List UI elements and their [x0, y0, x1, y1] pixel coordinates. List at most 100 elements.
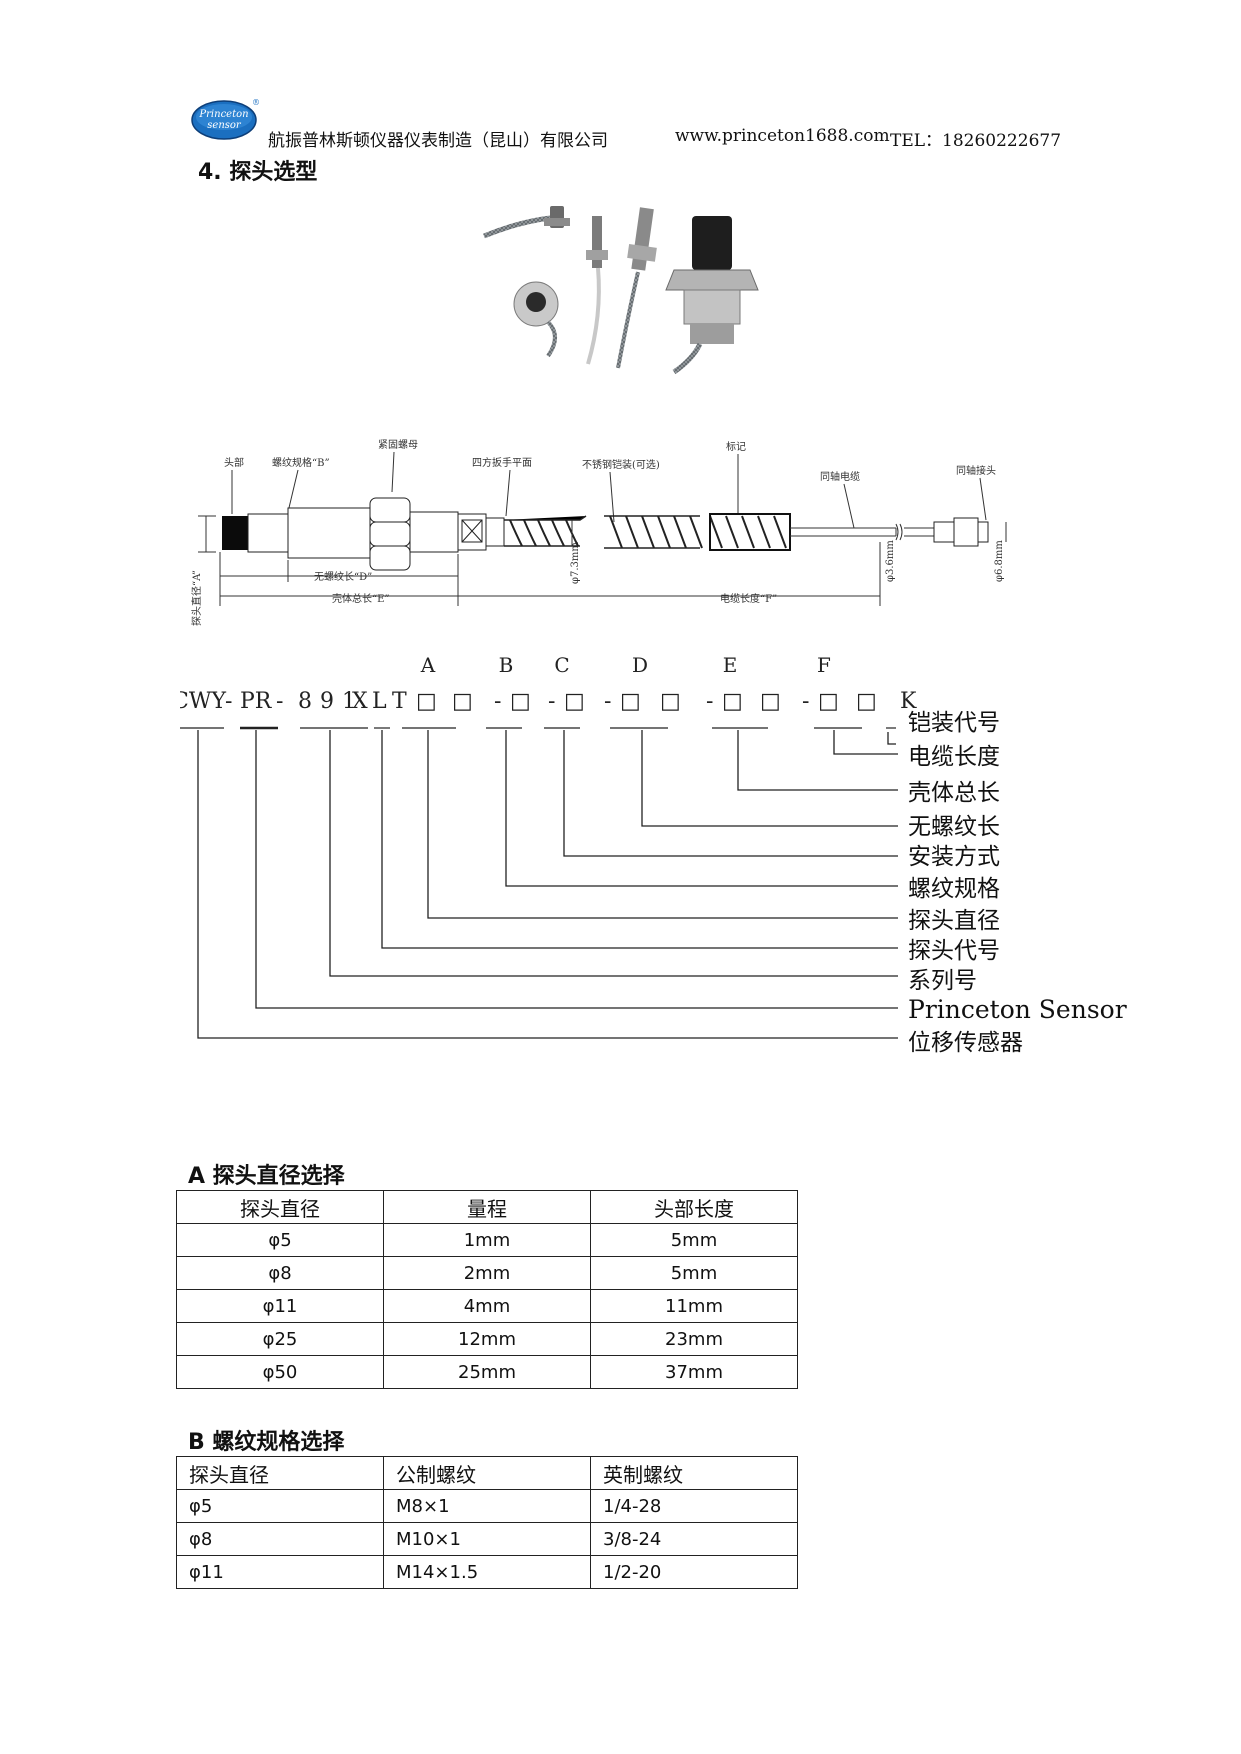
legend-thread-spec: 螺纹规格	[908, 876, 1000, 902]
company-name: 航振普林斯顿仪器仪表制造（昆山）有限公司	[268, 131, 608, 151]
code-box-d1: □	[620, 689, 641, 714]
table-b-title: B 螺纹规格选择	[188, 1430, 345, 1455]
legend-armor-code: 铠装代号	[908, 710, 1000, 736]
code-box-f1: □	[818, 689, 839, 714]
princeton-sensor-logo: Princeton sensor ®	[191, 98, 260, 140]
table-header-cell: 探头直径	[176, 1190, 384, 1224]
code-pr: PR	[240, 689, 273, 714]
table-cell: 12mm	[383, 1322, 591, 1356]
table-row: φ11 4mm 11mm	[176, 1289, 798, 1323]
table-cell: 1/4-28	[590, 1489, 798, 1523]
table-cell: M10×1	[383, 1522, 591, 1556]
legend-unthreaded-length: 无螺纹长	[908, 814, 1000, 840]
code-l: L	[372, 689, 387, 714]
label-case-length: 壳体总长“E”	[332, 592, 390, 605]
company-website: www.princeton1688.com	[675, 126, 890, 146]
table-cell: 5mm	[590, 1256, 798, 1290]
table-a-title: A 探头直径选择	[188, 1164, 345, 1189]
label-coax-connector: 同轴接头	[956, 464, 996, 477]
label-coax-cable: 同轴电缆	[820, 470, 860, 483]
table-row: 探头直径 量程 头部长度	[176, 1190, 798, 1224]
code-box-b: □	[510, 689, 531, 714]
code-dash-5: -	[604, 689, 611, 714]
company-tel: TEL：18260222677	[890, 131, 1062, 151]
label-head: 头部	[224, 456, 244, 469]
code-letter-b: B	[499, 653, 514, 677]
code-x: X	[352, 689, 368, 714]
table-cell: 1/2-20	[590, 1555, 798, 1589]
code-dash-6: -	[706, 689, 713, 714]
label-probe-diameter: 探头直径“A”	[190, 570, 203, 626]
table-cell: φ5	[176, 1489, 384, 1523]
code-dash-3: -	[494, 689, 501, 714]
table-cell: 37mm	[590, 1355, 798, 1389]
code-box-d2: □	[660, 689, 681, 714]
label-mark: 标记	[726, 441, 746, 453]
probe-dimension-drawing: 头部 螺纹规格“B” 紧固螺母 四方扳手平面 不锈钢铠装(可选) 标记 同轴电缆…	[190, 439, 1007, 626]
legend-brand: Princeton Sensor	[908, 995, 1127, 1024]
code-letter-c: C	[554, 653, 569, 677]
label-dia-73: φ7.3mm	[570, 542, 581, 584]
table-row: φ5 1mm 5mm	[176, 1223, 798, 1257]
probe-product-photo	[483, 206, 759, 375]
table-row: φ5 M8×1 1/4-28	[176, 1489, 798, 1523]
model-code-diagram: A B C D E F CWY - PR - 891 X L T □ □ - □…	[180, 653, 1127, 1056]
table-cell: φ8	[176, 1256, 384, 1290]
svg-text:Princeton: Princeton	[198, 109, 248, 120]
code-box-a2: □	[452, 689, 473, 714]
code-dash-7: -	[802, 689, 809, 714]
label-lock-nut: 紧固螺母	[378, 439, 418, 451]
code-letter-f: F	[817, 653, 831, 677]
table-a: 探头直径 量程 头部长度 φ5 1mm 5mm φ8 2mm 5mm φ11 4…	[176, 1190, 798, 1389]
table-row: 探头直径 公制螺纹 英制螺纹	[176, 1456, 798, 1490]
label-armor: 不锈钢铠装(可选)	[582, 458, 660, 471]
label-cable-length: 电缆长度“F”	[720, 592, 777, 605]
table-cell: 5mm	[590, 1223, 798, 1257]
table-row: φ8 2mm 5mm	[176, 1256, 798, 1290]
table-header-cell: 英制螺纹	[590, 1456, 798, 1490]
code-letter-d: D	[632, 653, 648, 677]
legend-cable-length: 电缆长度	[908, 744, 1000, 770]
table-cell: 23mm	[590, 1322, 798, 1356]
code-box-f2: □	[856, 689, 877, 714]
legend-displacement-sensor: 位移传感器	[908, 1030, 1023, 1056]
legend-series: 系列号	[908, 968, 977, 994]
code-cwy: CWY	[180, 689, 226, 714]
section-title: 4. 探头选型	[198, 160, 318, 185]
legend-probe-diameter: 探头直径	[908, 908, 1000, 934]
legend-probe-code: 探头代号	[908, 938, 1000, 964]
table-cell: 25mm	[383, 1355, 591, 1389]
code-box-e2: □	[760, 689, 781, 714]
label-dia-36: φ3.6mm	[885, 540, 896, 582]
code-letter-e: E	[723, 653, 738, 677]
code-k: K	[900, 689, 917, 714]
table-cell: φ11	[176, 1555, 384, 1589]
table-cell: 11mm	[590, 1289, 798, 1323]
table-cell: φ50	[176, 1355, 384, 1389]
table-cell: φ5	[176, 1223, 384, 1257]
svg-text:®: ®	[252, 98, 260, 107]
table-header-cell: 公制螺纹	[383, 1456, 591, 1490]
table-header-cell: 探头直径	[176, 1456, 384, 1490]
legend-mounting: 安装方式	[908, 844, 1000, 870]
table-cell: 1mm	[383, 1223, 591, 1257]
table-cell: M14×1.5	[383, 1555, 591, 1589]
table-cell: φ11	[176, 1289, 384, 1323]
code-box-e1: □	[722, 689, 743, 714]
table-cell: 4mm	[383, 1289, 591, 1323]
code-box-a1: □	[416, 689, 437, 714]
table-cell: 3/8-24	[590, 1522, 798, 1556]
code-letter-a: A	[420, 653, 436, 677]
code-dash-4: -	[548, 689, 555, 714]
table-cell: φ8	[176, 1522, 384, 1556]
label-dia-68: φ6.8mm	[994, 540, 1005, 582]
table-row: φ8 M10×1 3/8-24	[176, 1522, 798, 1556]
code-dash-1: -	[225, 689, 232, 714]
svg-text:sensor: sensor	[207, 120, 242, 131]
label-wrench-flat: 四方扳手平面	[472, 456, 532, 469]
code-dash-2: -	[276, 689, 283, 714]
legend-case-length: 壳体总长	[908, 780, 1000, 806]
table-header-cell: 量程	[383, 1190, 591, 1224]
table-row: φ50 25mm 37mm	[176, 1355, 798, 1389]
table-cell: φ25	[176, 1322, 384, 1356]
